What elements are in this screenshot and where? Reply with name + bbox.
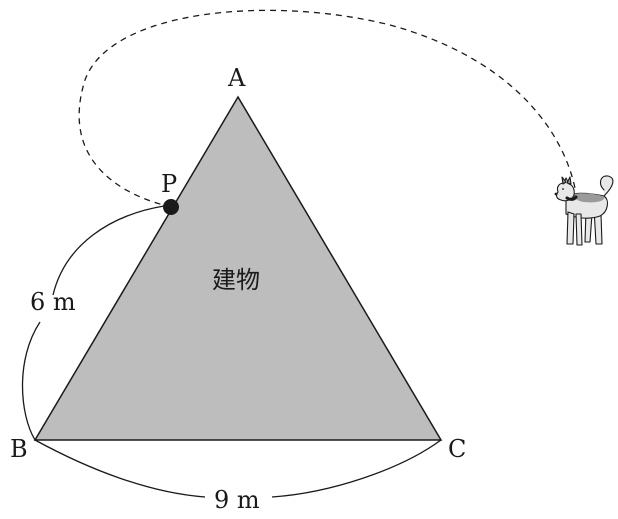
length-bp-label: 6 m	[30, 288, 76, 316]
brace-bp-lower	[21, 321, 41, 441]
label-c: C	[448, 435, 466, 463]
building-label: 建物	[212, 266, 260, 294]
label-b: B	[10, 435, 28, 463]
label-p: P	[161, 170, 177, 198]
point-p	[163, 199, 179, 215]
leash-path	[78, 9, 576, 208]
dog-illustration	[554, 175, 614, 246]
building-triangle	[33, 95, 443, 441]
length-bc-label: 9 m	[214, 486, 260, 514]
brace-bc-left	[34, 439, 206, 498]
brace-bc-right	[271, 439, 442, 498]
label-a: A	[227, 64, 246, 92]
brace-bp-upper	[52, 205, 165, 296]
